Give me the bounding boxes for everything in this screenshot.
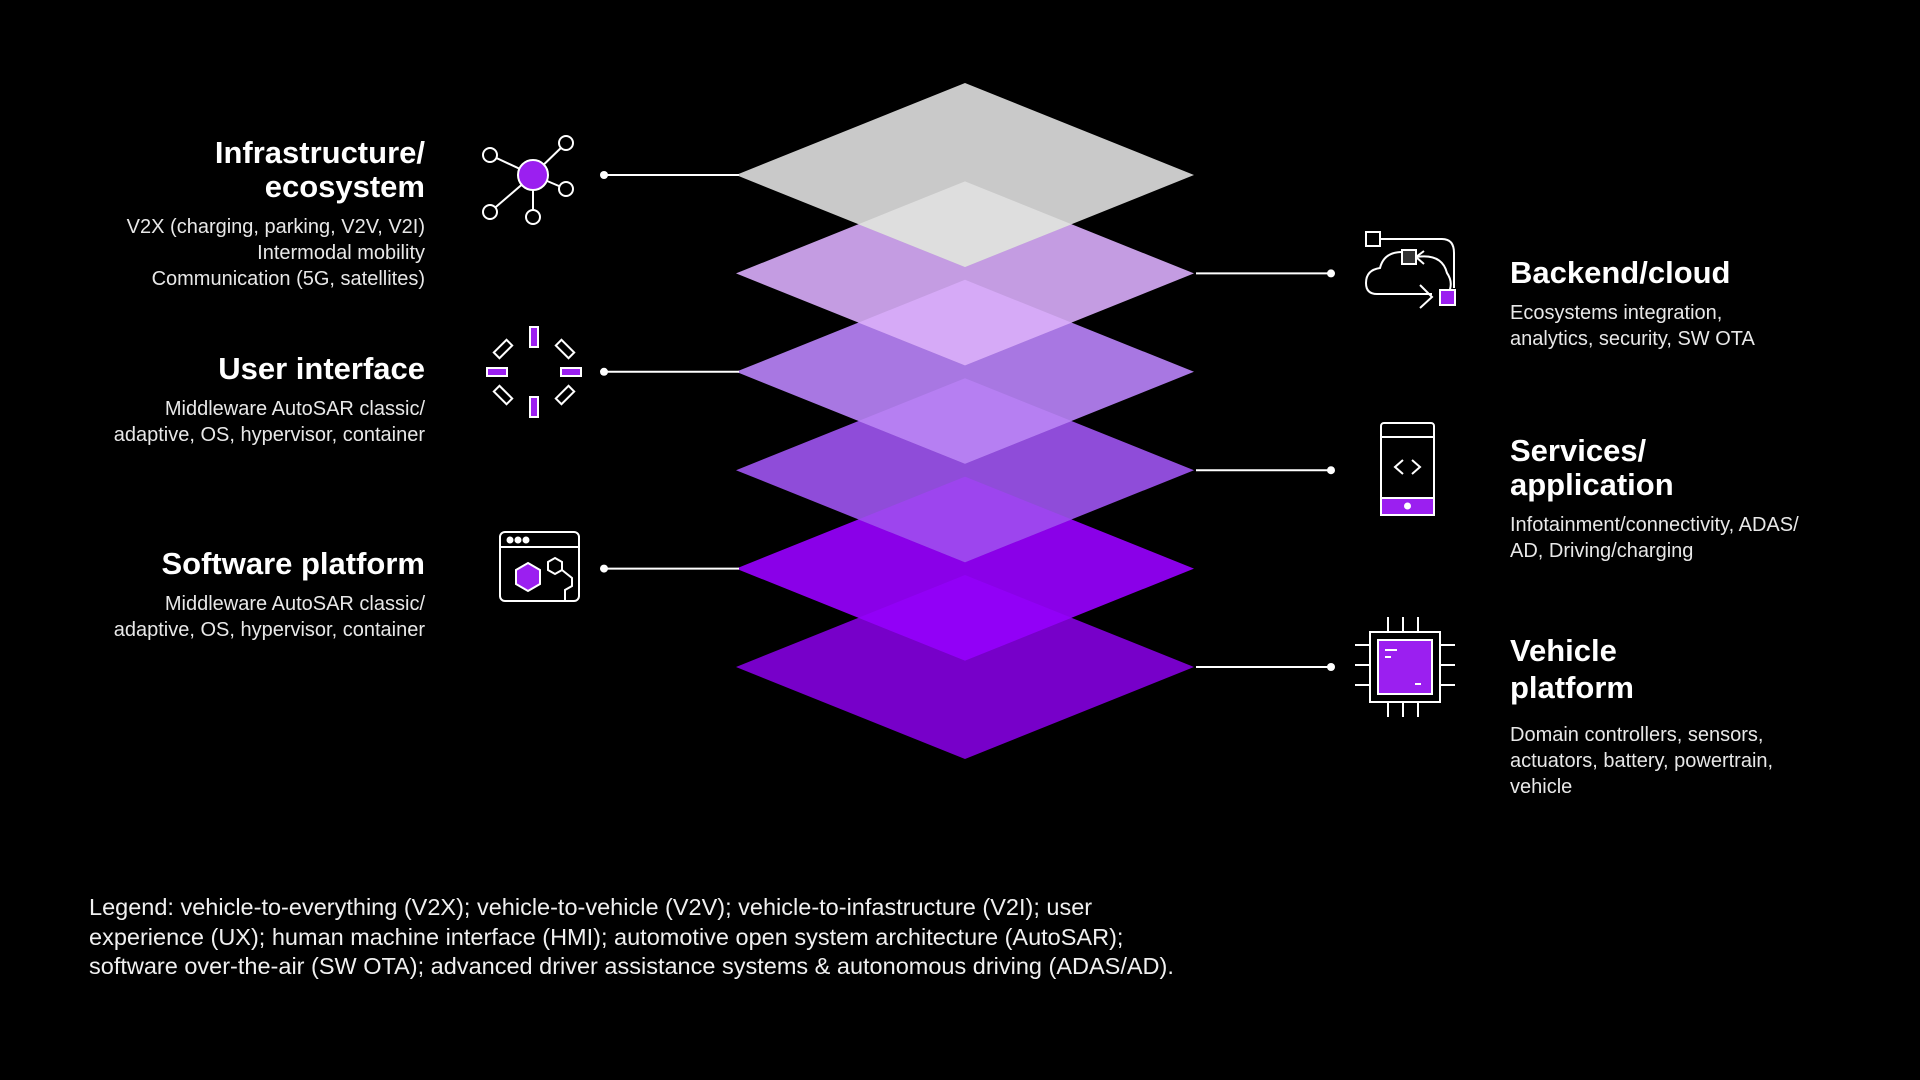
- legend: Legend: vehicle-to-everything (V2X); veh…: [89, 893, 1289, 982]
- sparkle-burst-icon: [486, 326, 582, 418]
- body-line: Middleware AutoSAR classic/: [164, 398, 425, 420]
- stack-layer: [736, 476, 1194, 661]
- backend-cloud-label: Backend/cloud Ecosystems integration, ana…: [1510, 256, 1755, 352]
- body-line: adaptive, OS, hypervisor, container: [113, 424, 425, 446]
- legend-line: software over-the-air (SW OTA); advanced…: [89, 953, 1174, 979]
- title-line: Infrastructure/: [214, 135, 425, 170]
- connector-dot: [600, 564, 608, 573]
- infrastructure-label: Infrastructure/ecosystem V2X (charging, …: [127, 136, 425, 292]
- layer-overlap: [858, 575, 1072, 661]
- body-line: adaptive, OS, hypervisor, container: [113, 619, 425, 641]
- body-line: AD, Driving/charging: [1510, 540, 1694, 562]
- stack-layer: [736, 83, 1194, 267]
- software-platform-label: Software platform Middleware AutoSAR cla…: [114, 547, 425, 643]
- stack-layer: [736, 378, 1194, 563]
- body-line: V2X (charging, parking, V2V, V2I): [126, 216, 425, 238]
- body-line: actuators, battery, powertrain,: [1510, 750, 1774, 772]
- chip-icon: [1355, 617, 1455, 717]
- connector-dot: [1327, 663, 1335, 671]
- body-line: Domain controllers, sensors,: [1510, 724, 1764, 746]
- body-line: Middleware AutoSAR classic/: [164, 593, 425, 615]
- body-line: vehicle: [1510, 776, 1573, 798]
- title-line: Vehicle: [1510, 633, 1617, 668]
- body-line: Communication (5G, satellites): [151, 268, 425, 290]
- stack-layer: [736, 575, 1194, 759]
- connector-dot: [1327, 269, 1335, 278]
- title-line: ecosystem: [264, 169, 425, 204]
- title-line: User interface: [218, 351, 425, 386]
- layer-overlap: [858, 181, 1072, 267]
- body-line: Ecosystems integration,: [1510, 302, 1723, 324]
- stack-layer: [736, 279, 1194, 464]
- mobile-code-icon: [1380, 422, 1435, 516]
- body-line: analytics, security, SW OTA: [1510, 328, 1755, 350]
- connector-dot: [600, 367, 608, 376]
- title-line: platform: [1510, 670, 1634, 705]
- title-line: Backend/cloud: [1510, 255, 1731, 290]
- stack-layer: [736, 181, 1194, 366]
- cloud-flow-icon: [1364, 231, 1456, 309]
- layer-overlap: [858, 378, 1072, 464]
- legend-line: experience (UX); human machine interface…: [89, 923, 1124, 950]
- title-line: Services/: [1510, 433, 1647, 468]
- connector-dot: [600, 171, 608, 179]
- network-node-icon: [482, 135, 574, 225]
- services-application-label: Services/application Infotainment/connec…: [1510, 434, 1799, 564]
- layer-overlap: [858, 279, 1072, 366]
- user-interface-label: User interface Middleware AutoSAR classi…: [114, 352, 425, 448]
- title-line: Software platform: [161, 546, 425, 581]
- title-line: application: [1510, 467, 1674, 502]
- legend-line: Legend: vehicle-to-everything (V2X); veh…: [89, 894, 1093, 920]
- browser-hexagon-icon: [499, 531, 580, 602]
- body-line: Infotainment/connectivity, ADAS/: [1510, 514, 1799, 536]
- body-line: Intermodal mobility: [257, 242, 425, 264]
- connector-dot: [1327, 466, 1335, 475]
- layer-overlap: [858, 476, 1072, 563]
